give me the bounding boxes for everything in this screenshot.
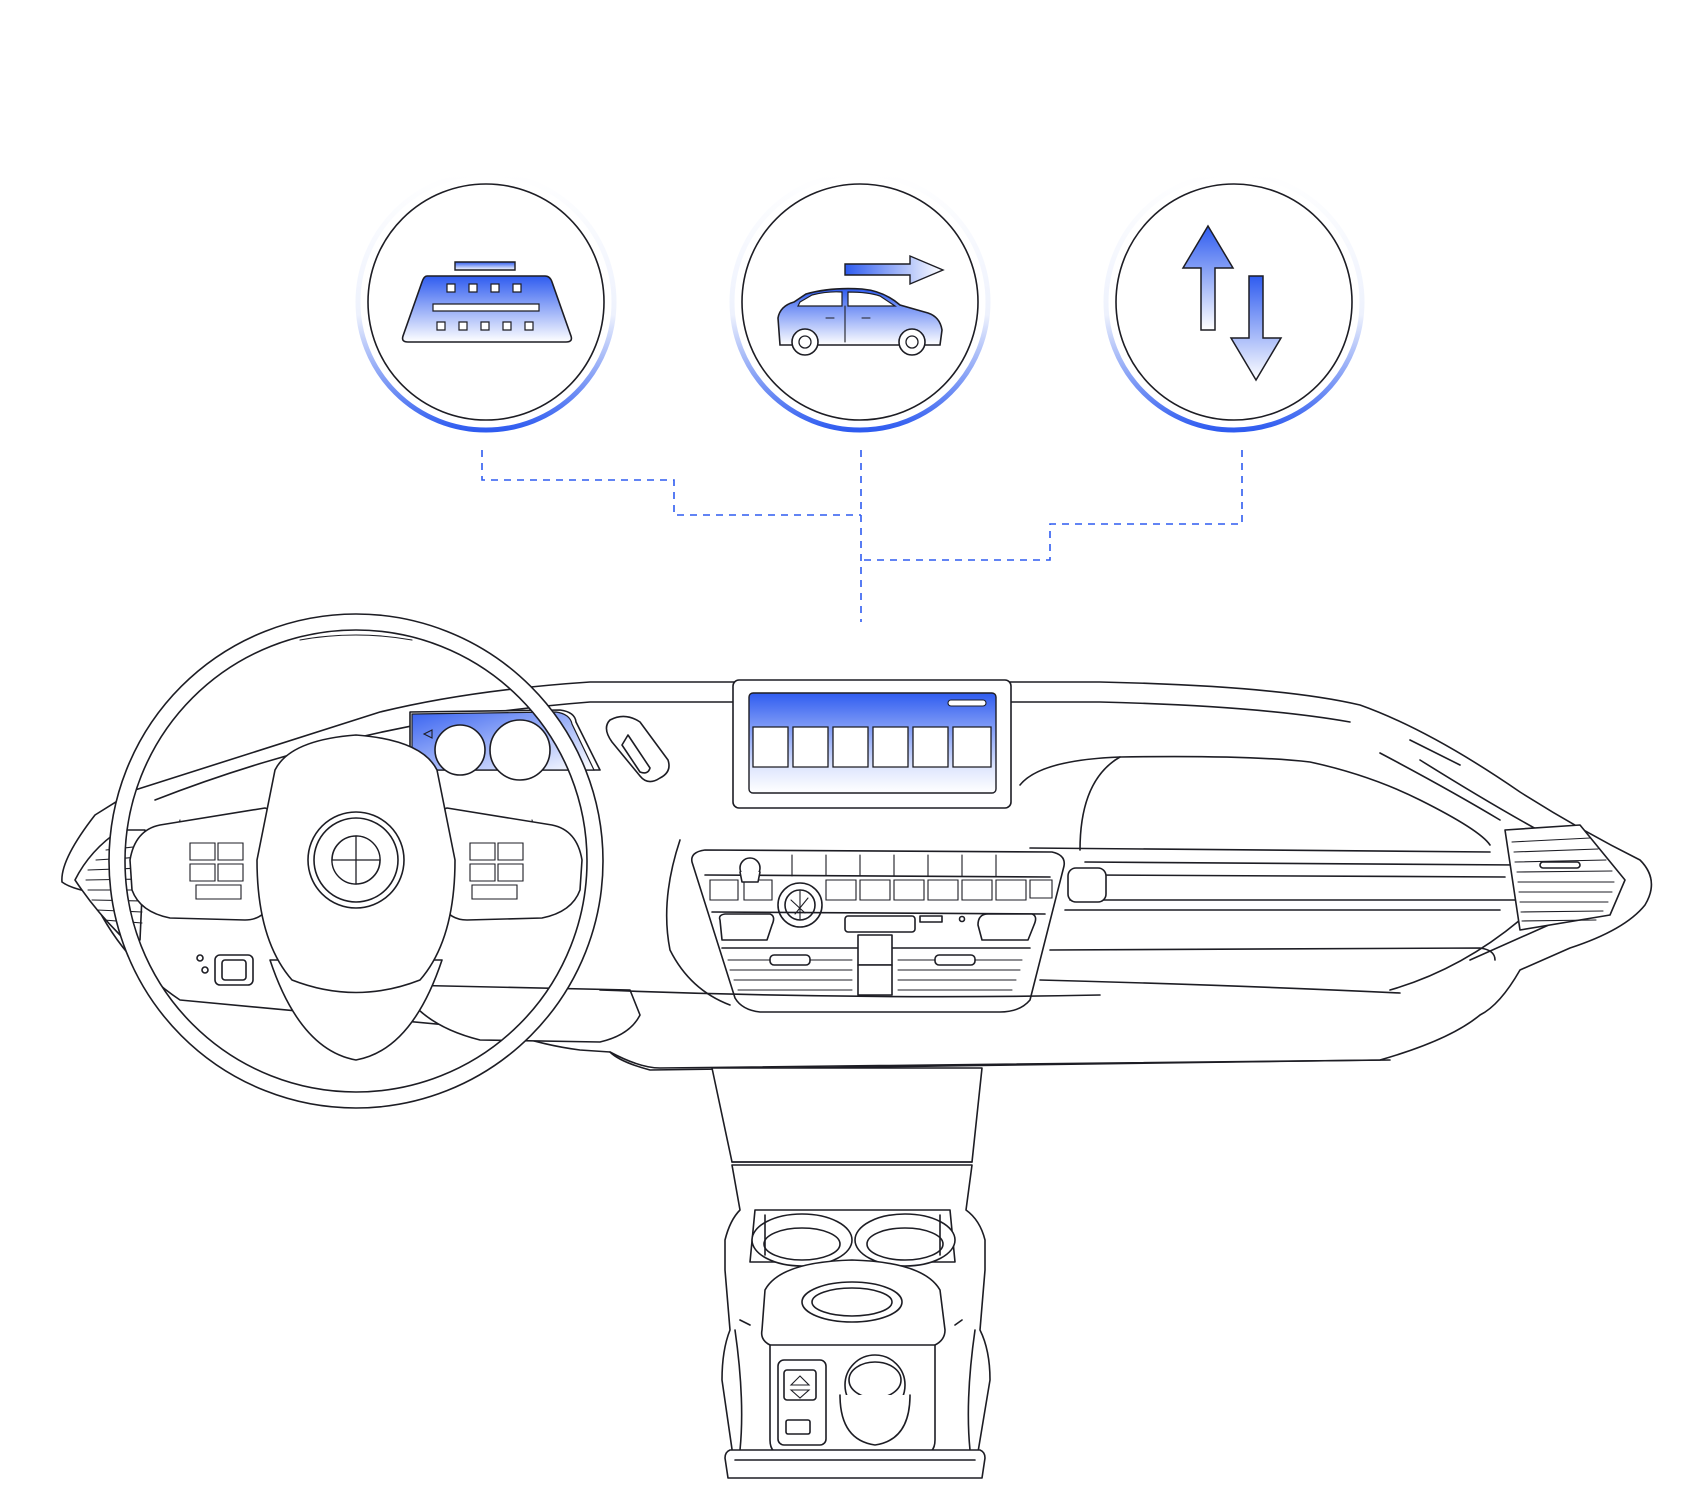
car-dashboard-illustration (62, 614, 1652, 1478)
connector-lines (482, 450, 1242, 622)
data-transfer-arrows-icon (1106, 174, 1362, 430)
car-moving-right-icon (732, 174, 988, 430)
obd-connector-icon (358, 174, 614, 430)
